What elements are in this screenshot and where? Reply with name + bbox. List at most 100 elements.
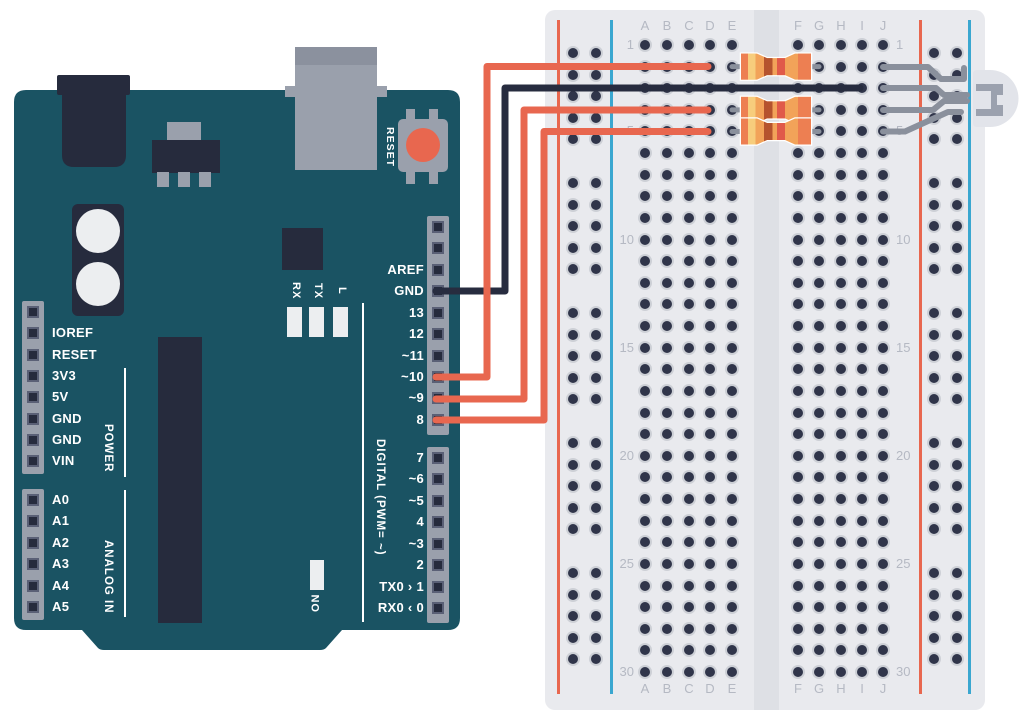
breadboard-hole xyxy=(684,666,694,677)
breadboard-hole xyxy=(705,148,715,159)
rail-hole xyxy=(568,69,578,80)
breadboard-hole xyxy=(857,191,867,202)
breadboard-hole xyxy=(705,450,715,461)
breadboard-hole xyxy=(684,277,694,288)
breadboard-hole xyxy=(836,407,846,418)
breadboard-hole xyxy=(684,234,694,245)
rail-hole xyxy=(591,654,601,664)
breadboard-hole xyxy=(878,450,888,461)
breadboard-hole xyxy=(878,494,888,505)
breadboard-hole xyxy=(878,364,888,375)
rx-label: RX xyxy=(290,282,302,300)
pin-label: ~10 xyxy=(401,369,424,384)
breadboard-hole xyxy=(662,450,672,461)
pin-label: A2 xyxy=(52,534,70,550)
rail-hole xyxy=(929,134,939,144)
breadboard-hole xyxy=(684,299,694,310)
pin-label: ~5 xyxy=(408,492,424,508)
left-rail-positive-line xyxy=(557,20,560,694)
row-number: 1 xyxy=(896,37,904,52)
analog-section-line xyxy=(124,490,126,617)
breadboard-hole xyxy=(684,580,694,591)
pin-label: RX0 ‹ 0 xyxy=(377,600,424,615)
row-number: 1 xyxy=(626,37,634,52)
breadboard-hole xyxy=(878,385,888,396)
rail-hole xyxy=(929,221,939,231)
breadboard-hole xyxy=(705,407,715,418)
column-letter: D xyxy=(705,18,715,33)
breadboard-hole xyxy=(793,602,803,613)
breadboard-hole xyxy=(640,450,650,461)
breadboard-hole xyxy=(836,666,846,677)
breadboard-hole xyxy=(727,212,737,223)
rail-hole xyxy=(568,481,578,491)
breadboard-hole xyxy=(836,429,846,440)
column-letter: I xyxy=(860,18,864,33)
breadboard-hole xyxy=(727,580,737,591)
rail-hole xyxy=(568,502,578,513)
pin-header-strip xyxy=(427,447,449,623)
header-pin xyxy=(27,601,39,613)
pin-label: ~11 xyxy=(401,347,424,363)
rail-hole xyxy=(591,178,601,188)
breadboard-hole xyxy=(878,148,888,159)
column-letter: J xyxy=(879,681,887,696)
pin-label: A1 xyxy=(52,513,70,529)
header-pin xyxy=(432,494,444,507)
row-number: 25 xyxy=(619,555,634,571)
rail-hole xyxy=(568,199,578,210)
column-letter: F xyxy=(794,681,802,696)
breadboard-hole xyxy=(727,191,737,202)
breadboard-hole xyxy=(640,342,650,353)
breadboard-hole xyxy=(705,472,715,483)
rail-hole xyxy=(952,459,962,470)
breadboard-hole xyxy=(705,234,715,245)
breadboard-hole xyxy=(793,515,803,526)
breadboard-hole xyxy=(684,321,694,332)
breadboard-hole xyxy=(793,256,803,267)
breadboard-hole xyxy=(662,321,672,332)
rail-hole xyxy=(952,242,962,253)
pin-label: ~9 xyxy=(408,390,424,406)
breadboard-hole xyxy=(857,558,867,569)
breadboard-hole xyxy=(836,277,846,288)
header-pin xyxy=(27,558,39,571)
breadboard-hole xyxy=(662,429,672,440)
rail-hole xyxy=(952,438,962,448)
rail-hole xyxy=(591,329,601,340)
row-number: 15 xyxy=(896,339,911,355)
breadboard-hole xyxy=(814,558,824,569)
breadboard-hole xyxy=(662,580,672,591)
rail-hole xyxy=(929,502,939,513)
column-letter: A xyxy=(640,18,650,33)
rail-hole xyxy=(591,568,601,578)
breadboard-hole xyxy=(836,40,846,50)
pin-label: VIN xyxy=(52,453,75,469)
breadboard-hole xyxy=(878,191,888,202)
breadboard-hole xyxy=(662,234,672,245)
breadboard-hole xyxy=(814,212,824,223)
column-letter: J xyxy=(879,18,887,33)
header-pin xyxy=(27,455,39,468)
breadboard-hole xyxy=(640,212,650,223)
rail-hole xyxy=(568,351,578,361)
pin-label: 5V xyxy=(52,389,69,405)
breadboard-hole xyxy=(727,666,737,677)
breadboard-hole xyxy=(857,494,867,505)
led-lead xyxy=(880,64,967,82)
breadboard-hole xyxy=(727,364,737,375)
breadboard-hole xyxy=(640,645,650,656)
rail-hole xyxy=(952,568,962,578)
breadboard-hole xyxy=(640,558,650,569)
rail-hole xyxy=(591,394,601,404)
rail-hole xyxy=(929,394,939,404)
header-pin xyxy=(27,369,39,382)
row-number: 30 xyxy=(619,663,634,679)
breadboard-hole xyxy=(662,558,672,569)
breadboard-hole xyxy=(878,537,888,548)
row-number: 30 xyxy=(896,663,911,679)
breadboard-hole xyxy=(662,40,672,50)
breadboard-hole xyxy=(814,429,824,440)
breadboard-hole xyxy=(662,472,672,483)
breadboard-hole xyxy=(793,169,803,180)
